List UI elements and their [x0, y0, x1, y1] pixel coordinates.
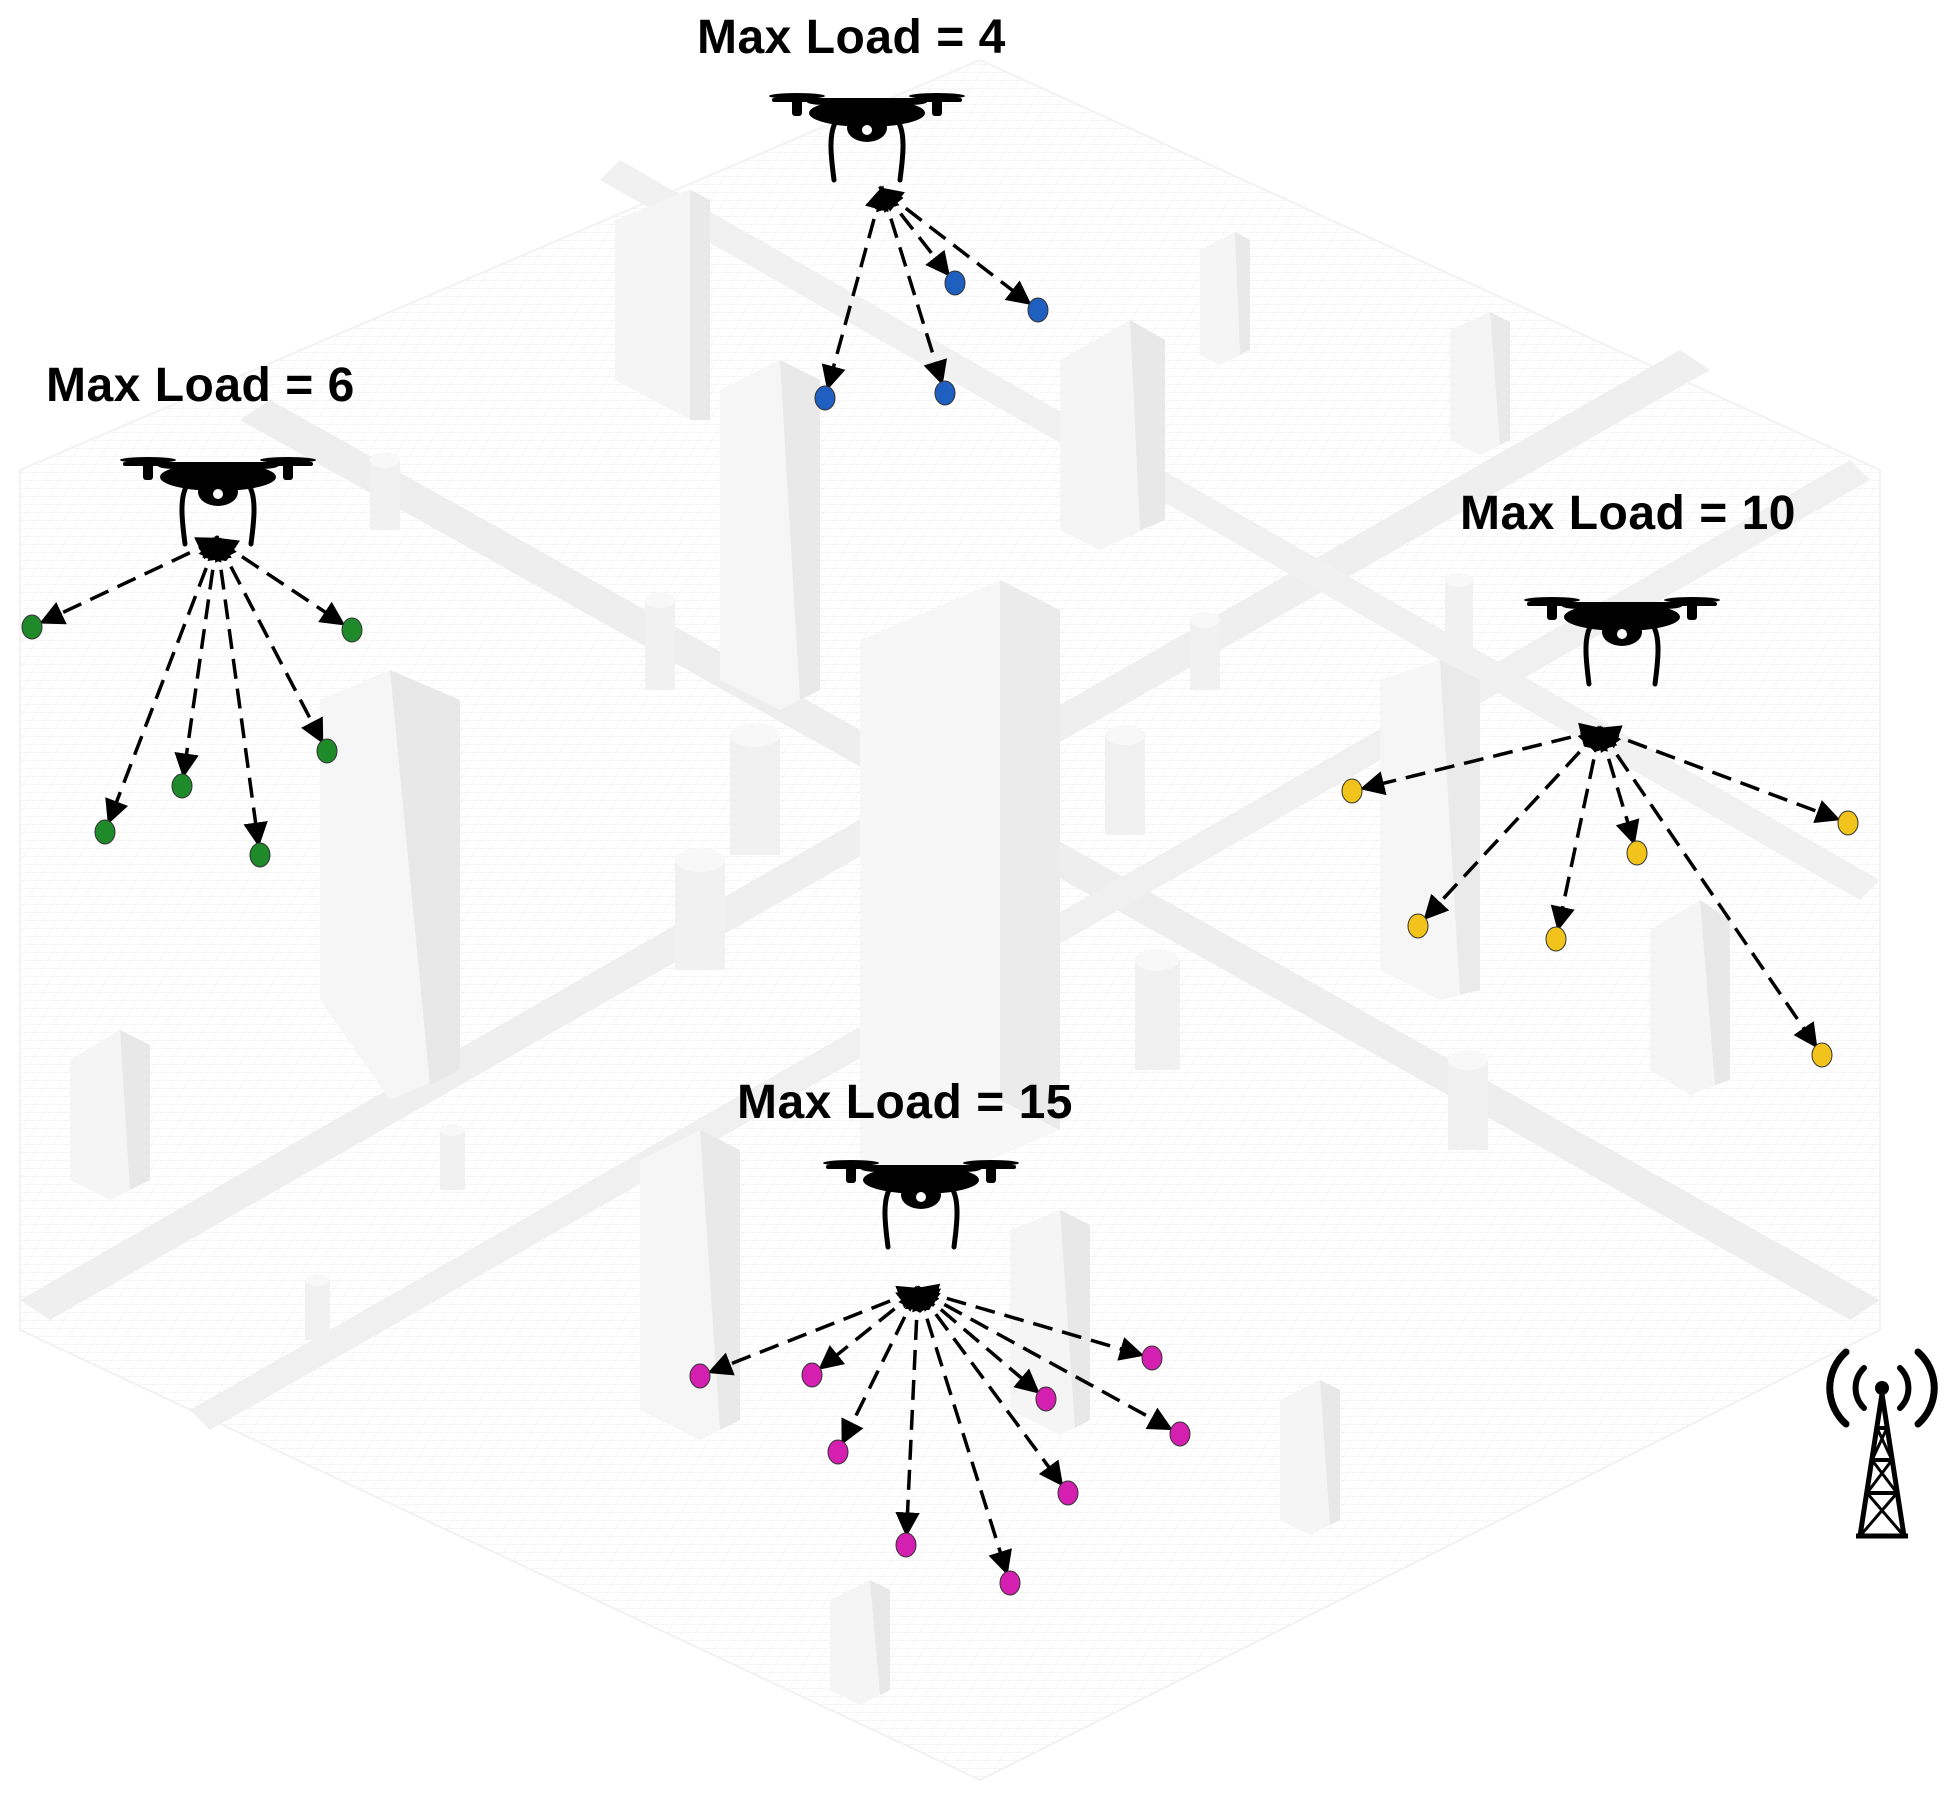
- drone-icon: [120, 457, 316, 547]
- ground-user-dot: [1811, 1042, 1833, 1068]
- ground-user-dot: [21, 614, 43, 640]
- building: [1060, 320, 1165, 550]
- ground-user-dot: [944, 270, 966, 296]
- building: [1650, 900, 1730, 1095]
- ground-user-dot: [94, 819, 116, 845]
- cluster-label-max-load-15: Max Load = 15: [737, 1076, 1073, 1129]
- building: [1380, 660, 1480, 1000]
- drone-icon: [769, 93, 965, 183]
- building: [1200, 232, 1250, 365]
- ground-user-dot: [827, 1439, 849, 1465]
- ground-user-dot: [1035, 1386, 1057, 1412]
- link-arrow: [841, 1285, 921, 1445]
- ground-user-dot: [316, 738, 338, 764]
- cell-tower-icon: [1826, 1348, 1938, 1539]
- building: [860, 580, 1060, 1190]
- links-layer: [39, 185, 1841, 1576]
- ground-user-dot: [1341, 778, 1363, 804]
- building: [615, 190, 710, 420]
- link-arrow: [1597, 725, 1818, 1049]
- ground-user-dot: [1057, 1480, 1079, 1506]
- link-arrow: [1550, 725, 1608, 932]
- cluster-label-max-load-6: Max Load = 6: [46, 359, 355, 412]
- ground-user-dot: [1027, 297, 1049, 323]
- ground-user-dot: [171, 773, 193, 799]
- cluster-label-max-load-4: Max Load = 4: [697, 11, 1006, 64]
- ground-user-dot: [801, 1362, 823, 1388]
- city-background: [19, 58, 1881, 1782]
- drone-icon: [823, 1160, 1019, 1250]
- ground-user-dot: [814, 385, 836, 411]
- ground-plane-outline: [19, 58, 1881, 1782]
- ground-user-dot: [934, 380, 956, 406]
- ground-user-dot: [1407, 913, 1429, 939]
- ground-user-dot: [1169, 1421, 1191, 1447]
- link-arrow: [913, 1287, 1173, 1431]
- ground-user-dot: [1626, 840, 1648, 866]
- drone-icon: [1524, 597, 1720, 687]
- link-arrow: [212, 537, 346, 626]
- drones-layer: [120, 93, 1720, 1250]
- ground-user-dot: [1837, 810, 1859, 836]
- link-arrow: [821, 185, 889, 391]
- ground-user-dot: [1545, 926, 1567, 952]
- cylinder-tower: [305, 452, 1488, 1340]
- building: [830, 1580, 890, 1705]
- cluster-label-max-load-10: Max Load = 10: [1460, 487, 1796, 540]
- ground-user-dot: [249, 842, 271, 868]
- building: [70, 1030, 150, 1200]
- ground-user-dot: [1141, 1345, 1163, 1371]
- link-arrow: [878, 187, 1032, 306]
- building: [640, 1130, 740, 1440]
- building: [720, 360, 820, 710]
- building: [1280, 1380, 1340, 1535]
- building: [320, 670, 460, 1100]
- ground-user-dot: [895, 1532, 917, 1558]
- building: [1450, 312, 1510, 455]
- ground-user-dot: [689, 1363, 711, 1389]
- users-layer: [21, 270, 1859, 1596]
- ground-user-dot: [341, 617, 363, 643]
- ground-user-dot: [999, 1570, 1021, 1596]
